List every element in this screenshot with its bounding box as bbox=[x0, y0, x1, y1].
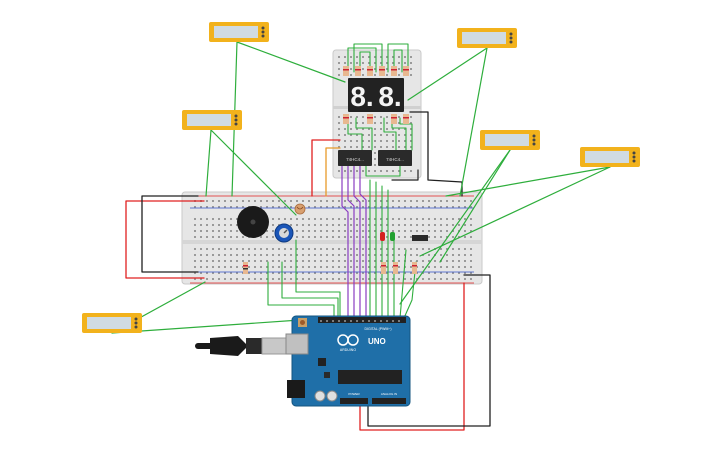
power-jack bbox=[287, 380, 305, 398]
pushbutton[interactable] bbox=[412, 235, 428, 241]
wire-red-top[interactable] bbox=[311, 139, 341, 197]
wire-black-left-loop[interactable] bbox=[141, 195, 199, 273]
wire-purple-2[interactable] bbox=[347, 165, 355, 319]
piezo-buzzer[interactable] bbox=[237, 206, 269, 238]
potentiometer[interactable] bbox=[274, 223, 294, 243]
wire-black-arduino-bottom[interactable] bbox=[367, 274, 491, 427]
wire-green-s2[interactable] bbox=[205, 129, 212, 197]
ic-left-label: 74HC4... bbox=[346, 157, 364, 162]
wire-purple-4[interactable] bbox=[359, 165, 367, 319]
usb-port bbox=[285, 333, 309, 355]
arduino-logo bbox=[337, 334, 359, 346]
led-green[interactable] bbox=[390, 232, 395, 241]
wire-green-s3b[interactable] bbox=[111, 319, 301, 334]
ic-left[interactable]: 74HC4... bbox=[338, 150, 372, 166]
resistor-right-group bbox=[381, 262, 417, 274]
sensor-mid-left[interactable] bbox=[182, 110, 242, 130]
photoresistor[interactable] bbox=[294, 203, 306, 215]
usb-cable[interactable] bbox=[195, 336, 295, 356]
wire-green-s6[interactable] bbox=[445, 166, 611, 197]
power-label: POWER bbox=[348, 392, 360, 396]
wire-green-s4b[interactable] bbox=[407, 47, 488, 101]
arduino-uno[interactable]: UNO ARDUINO DIGITAL (PWM~) POWER ANALOG … bbox=[285, 315, 411, 407]
wire-red-arduino-bottom[interactable] bbox=[359, 282, 465, 431]
sensor-far-right[interactable] bbox=[580, 147, 640, 167]
arduino-model: UNO bbox=[368, 337, 386, 346]
wire-red-left-loop[interactable] bbox=[125, 200, 205, 279]
digital-header-label: DIGITAL (PWM~) bbox=[364, 327, 391, 331]
wire-purple-3[interactable] bbox=[353, 165, 361, 319]
sensor-mid-right[interactable] bbox=[480, 130, 540, 150]
led-red[interactable] bbox=[380, 232, 385, 241]
sensor-top-left[interactable] bbox=[209, 22, 269, 42]
arduino-brand: ARDUINO bbox=[340, 348, 356, 352]
display-resistors bbox=[343, 66, 409, 124]
sensor-top-right[interactable] bbox=[457, 28, 517, 48]
wire-green-s2b[interactable] bbox=[210, 129, 297, 216]
segment-digit-left: 8. bbox=[350, 81, 373, 112]
main-breadboard[interactable] bbox=[181, 191, 483, 285]
wire-orange[interactable] bbox=[325, 147, 341, 197]
segment-digit-right: 8. bbox=[378, 81, 401, 112]
ic-right-label: 74HC4... bbox=[386, 157, 404, 162]
atmega-chip bbox=[338, 370, 402, 384]
wire-black-ic[interactable] bbox=[391, 169, 419, 181]
resistor-left[interactable] bbox=[243, 262, 248, 274]
sensor-bottom-left[interactable] bbox=[82, 313, 142, 333]
wire-green-s6b[interactable] bbox=[419, 166, 611, 257]
wire-green-s5b[interactable] bbox=[399, 149, 511, 305]
wires bbox=[111, 41, 611, 431]
wire-green-s1b[interactable] bbox=[236, 41, 346, 83]
wire-green-s5[interactable] bbox=[439, 149, 511, 263]
ic-right[interactable]: 74HC4... bbox=[378, 150, 412, 166]
wire-green-s4[interactable] bbox=[459, 47, 488, 197]
seven-segment-display[interactable]: 8. 8. bbox=[343, 66, 409, 124]
analog-label: ANALOG IN bbox=[381, 392, 397, 396]
wire-purple-1[interactable] bbox=[341, 165, 349, 319]
